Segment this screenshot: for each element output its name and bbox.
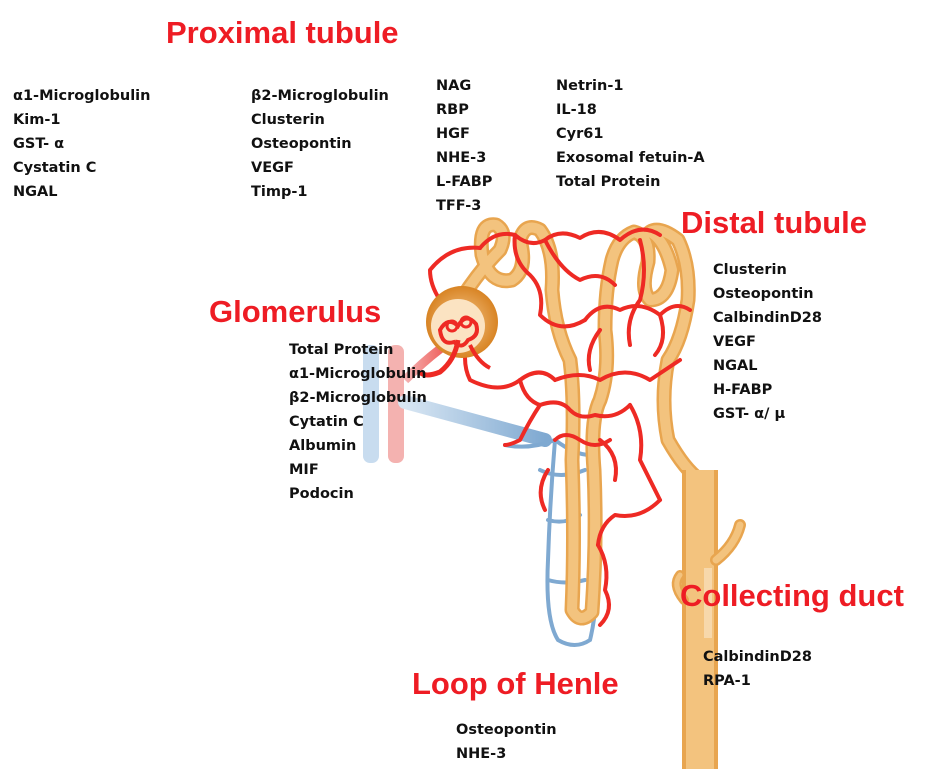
collecting-duct-list: CalbindinD28 RPA-1 — [703, 645, 812, 693]
collecting-duct-title: Collecting duct — [680, 580, 904, 611]
biomarker-item: Netrin-1 — [556, 74, 705, 98]
biomarker-item: RBP — [436, 98, 492, 122]
biomarker-item: Kim-1 — [13, 108, 150, 132]
biomarker-item: NHE-3 — [436, 146, 492, 170]
biomarker-item: Exosomal fetuin-A — [556, 146, 705, 170]
biomarker-item: α1-Microglobulin — [13, 84, 150, 108]
biomarker-item: RPA-1 — [703, 669, 812, 693]
biomarker-item: H-FABP — [713, 378, 822, 402]
distal-list: Clusterin Osteopontin CalbindinD28 VEGF … — [713, 258, 822, 426]
biomarker-item: NGAL — [13, 180, 150, 204]
biomarker-item: NHE-3 — [456, 742, 557, 766]
loop-of-henle-list: Osteopontin NHE-3 — [456, 718, 557, 766]
proximal-list-2: β2-Microglobulin Clusterin Osteopontin V… — [251, 84, 389, 204]
biomarker-item: TFF-3 — [436, 194, 492, 218]
biomarker-item: CalbindinD28 — [713, 306, 822, 330]
distal-tubule-title: Distal tubule — [681, 207, 867, 238]
biomarker-item: Albumin — [289, 434, 427, 458]
proximal-list-3: NAG RBP HGF NHE-3 L-FABP TFF-3 — [436, 74, 492, 218]
biomarker-item: α1-Microglobulin — [289, 362, 427, 386]
biomarker-item: Osteopontin — [713, 282, 822, 306]
biomarker-item: NAG — [436, 74, 492, 98]
biomarker-item: Podocin — [289, 482, 427, 506]
biomarker-item: VEGF — [713, 330, 822, 354]
glomerulus-list: Total Protein α1-Microglobulin β2-Microg… — [289, 338, 427, 506]
biomarker-item: β2-Microglobulin — [251, 84, 389, 108]
collecting-duct-shape — [677, 470, 740, 769]
glomerulus-shape — [420, 286, 498, 375]
biomarker-item: Clusterin — [713, 258, 822, 282]
biomarker-item: CalbindinD28 — [703, 645, 812, 669]
loop-of-henle-title: Loop of Henle — [412, 668, 619, 699]
biomarker-item: MIF — [289, 458, 427, 482]
proximal-list-4: Netrin-1 IL-18 Cyr61 Exosomal fetuin-A T… — [556, 74, 705, 194]
proximal-list-1: α1-Microglobulin Kim-1 GST- α Cystatin C… — [13, 84, 150, 204]
biomarker-item: Clusterin — [251, 108, 389, 132]
biomarker-item: HGF — [436, 122, 492, 146]
biomarker-item: IL-18 — [556, 98, 705, 122]
biomarker-item: Total Protein — [289, 338, 427, 362]
biomarker-item: Osteopontin — [456, 718, 557, 742]
biomarker-item: Osteopontin — [251, 132, 389, 156]
biomarker-item: Cyr61 — [556, 122, 705, 146]
biomarker-item: GST- α/ μ — [713, 402, 822, 426]
biomarker-item: Total Protein — [556, 170, 705, 194]
biomarker-item: Cystatin C — [13, 156, 150, 180]
biomarker-item: Cytatin C — [289, 410, 427, 434]
biomarker-item: L-FABP — [436, 170, 492, 194]
biomarker-item: Timp-1 — [251, 180, 389, 204]
proximal-tubule-title: Proximal tubule — [166, 17, 399, 48]
biomarker-item: NGAL — [713, 354, 822, 378]
glomerulus-title: Glomerulus — [209, 296, 381, 327]
biomarker-item: VEGF — [251, 156, 389, 180]
biomarker-item: β2-Microglobulin — [289, 386, 427, 410]
biomarker-item: GST- α — [13, 132, 150, 156]
